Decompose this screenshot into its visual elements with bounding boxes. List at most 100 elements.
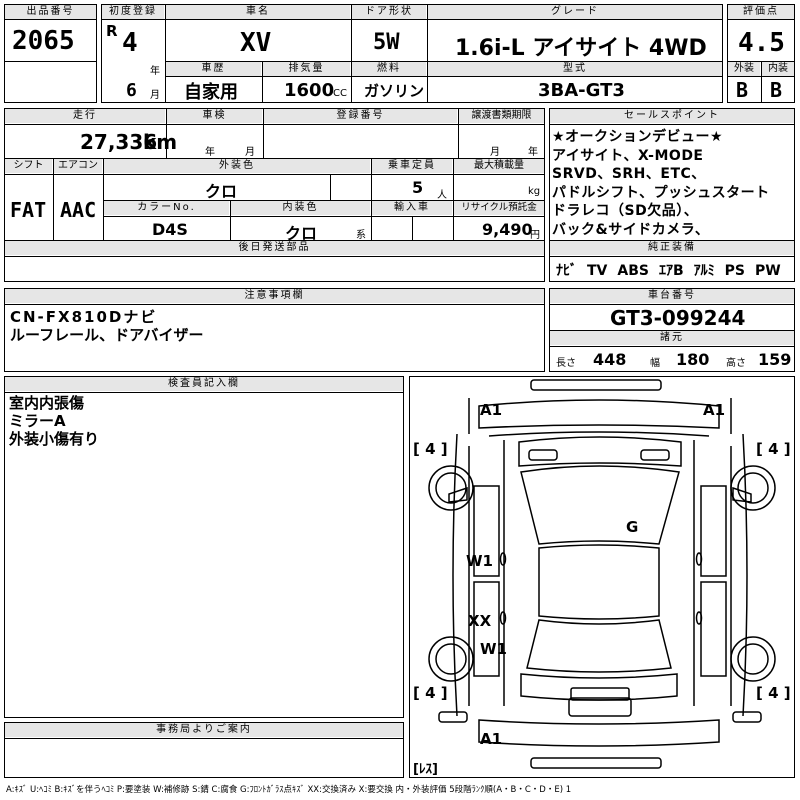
- equipment-row: ﾅﾋﾞ TV ABS ｴｱB ｱﾙﾐ PS PW: [556, 260, 791, 280]
- office-box: [4, 722, 404, 778]
- tire-rear-right: [ 4 ]: [756, 684, 791, 702]
- inspector-note-2: ミラーA: [9, 412, 66, 430]
- yen-unit: 円: [530, 230, 540, 241]
- sales-point-item: SRVD、SRH、ETC、: [552, 166, 706, 182]
- damage-w1-upper: W1: [466, 552, 493, 570]
- transfer-deadline-label: 譲渡書類期限: [459, 109, 544, 123]
- displacement-label: 排気量: [263, 62, 350, 76]
- tire-front-left: [ 4 ]: [413, 440, 448, 458]
- import-label: 輸入車: [372, 201, 452, 215]
- damage-g-windshield: G: [626, 518, 639, 536]
- lot-number-label: 出品番号: [5, 5, 96, 19]
- sales-points-box: [549, 108, 795, 282]
- exterior-label: 外装: [728, 62, 760, 76]
- equipment-item: ABS: [617, 263, 649, 279]
- fuel-label: 燃料: [352, 62, 426, 76]
- car-name: XV: [240, 28, 272, 58]
- inspector-note-1: 室内内張傷: [9, 394, 85, 412]
- inspector-label: 検査員記入欄: [5, 377, 403, 391]
- first-registration-label: 初度登録: [102, 5, 164, 19]
- height-label: 高さ: [726, 358, 746, 369]
- later-parts-label: 後日発送部品: [5, 241, 544, 255]
- color-number: D4S: [152, 220, 188, 239]
- displacement: 1600: [284, 80, 335, 101]
- door-label: ドア形状: [352, 5, 426, 19]
- exterior-color-label: 外装色: [104, 159, 370, 173]
- spare-tire: [ﾚｽ]: [413, 762, 438, 777]
- standard-equipment-label: 純正装備: [550, 241, 794, 255]
- model: 3BA-GT3: [538, 80, 625, 101]
- cc-unit: CC: [333, 88, 347, 99]
- history-label: 車歴: [166, 62, 261, 76]
- grade: 1.6i-L アイサイト 4WD: [455, 36, 707, 61]
- grade-label: グレード: [428, 5, 722, 19]
- registration-number-label: 登録番号: [264, 109, 457, 123]
- interior-grade: B: [770, 78, 783, 102]
- door-type: 5W: [373, 30, 400, 55]
- inspector-box: [4, 376, 404, 718]
- mileage: 27,336: [80, 130, 158, 154]
- month-unit: 月: [150, 90, 160, 101]
- capacity-label: 乗車定員: [372, 159, 452, 173]
- office-label: 事務局よりご案内: [5, 723, 403, 737]
- recycle-deposit: 9,490: [482, 220, 533, 239]
- mileage-section: [4, 108, 545, 282]
- ac-label: エアコン: [54, 159, 102, 173]
- chassis-number: GT3-099244: [610, 306, 746, 330]
- length-label: 長さ: [556, 358, 576, 369]
- ac: AAC: [60, 198, 97, 222]
- interior-label: 内装: [762, 62, 794, 76]
- damage-a1-rear: A1: [480, 730, 503, 748]
- exterior-color: クロ: [205, 182, 238, 201]
- history: 自家用: [184, 82, 238, 103]
- equipment-item: ﾅﾋﾞ: [556, 263, 577, 279]
- shift: FAT: [10, 198, 47, 222]
- notes-box: [4, 288, 545, 372]
- capacity: 5: [412, 178, 424, 197]
- shift-label: シフト: [5, 159, 52, 173]
- year-unit: 年: [150, 66, 160, 77]
- km-unit: km: [143, 130, 178, 154]
- kei-unit: 系: [356, 230, 366, 241]
- damage-xx: XX: [468, 612, 492, 630]
- length: 448: [593, 350, 627, 369]
- sales-point-item: パドルシフト、プッシュスタート: [552, 184, 770, 201]
- sales-point-item: アイサイト、X-MODE: [552, 147, 704, 164]
- equipment-item: PW: [755, 263, 781, 279]
- damage-a1-front-right: A1: [703, 401, 726, 419]
- specs-label: 諸元: [550, 331, 794, 345]
- recycle-label: リサイクル預託金: [454, 201, 544, 215]
- color-number-label: カラーNo.: [104, 201, 229, 215]
- equipment-item: ｴｱB: [658, 263, 684, 279]
- inspection-month-unit: 月: [245, 147, 255, 158]
- lot-number: 2065: [12, 26, 75, 56]
- car-diagram-box: [409, 376, 795, 778]
- damage-a1-front-left: A1: [480, 401, 503, 419]
- equipment-item: PS: [724, 263, 745, 279]
- kg-unit: kg: [528, 186, 541, 197]
- damage-w1-lower: W1: [480, 640, 507, 658]
- inspection-label: 車検: [167, 109, 262, 123]
- tire-front-right: [ 4 ]: [756, 440, 791, 458]
- transfer-day-unit: 年: [528, 147, 538, 158]
- mileage-label: 走行: [5, 109, 165, 123]
- interior-color-label: 内装色: [231, 201, 370, 215]
- note-line-1: CN-FX810Dナビ: [10, 308, 158, 326]
- sales-points-label: セールスポイント: [550, 109, 794, 123]
- notes-label: 注意事項欄: [5, 289, 544, 303]
- equipment-item: TV: [587, 263, 608, 279]
- inspector-note-3: 外装小傷有り: [9, 430, 100, 448]
- width-label: 幅: [650, 358, 660, 369]
- car-name-label: 車名: [166, 5, 350, 19]
- person-unit: 人: [437, 190, 447, 201]
- chassis-label: 車台番号: [550, 289, 794, 303]
- interior-color: クロ: [285, 224, 318, 243]
- max-load-label: 最大積載量: [454, 159, 544, 173]
- equipment-item: ｱﾙﾐ: [693, 263, 715, 279]
- score-label: 評価点: [728, 5, 794, 19]
- tire-rear-left: [ 4 ]: [413, 684, 448, 702]
- sales-point-item: バック&サイドカメラ、: [552, 221, 710, 238]
- exterior-grade: B: [736, 78, 749, 102]
- model-label: 型式: [428, 62, 722, 76]
